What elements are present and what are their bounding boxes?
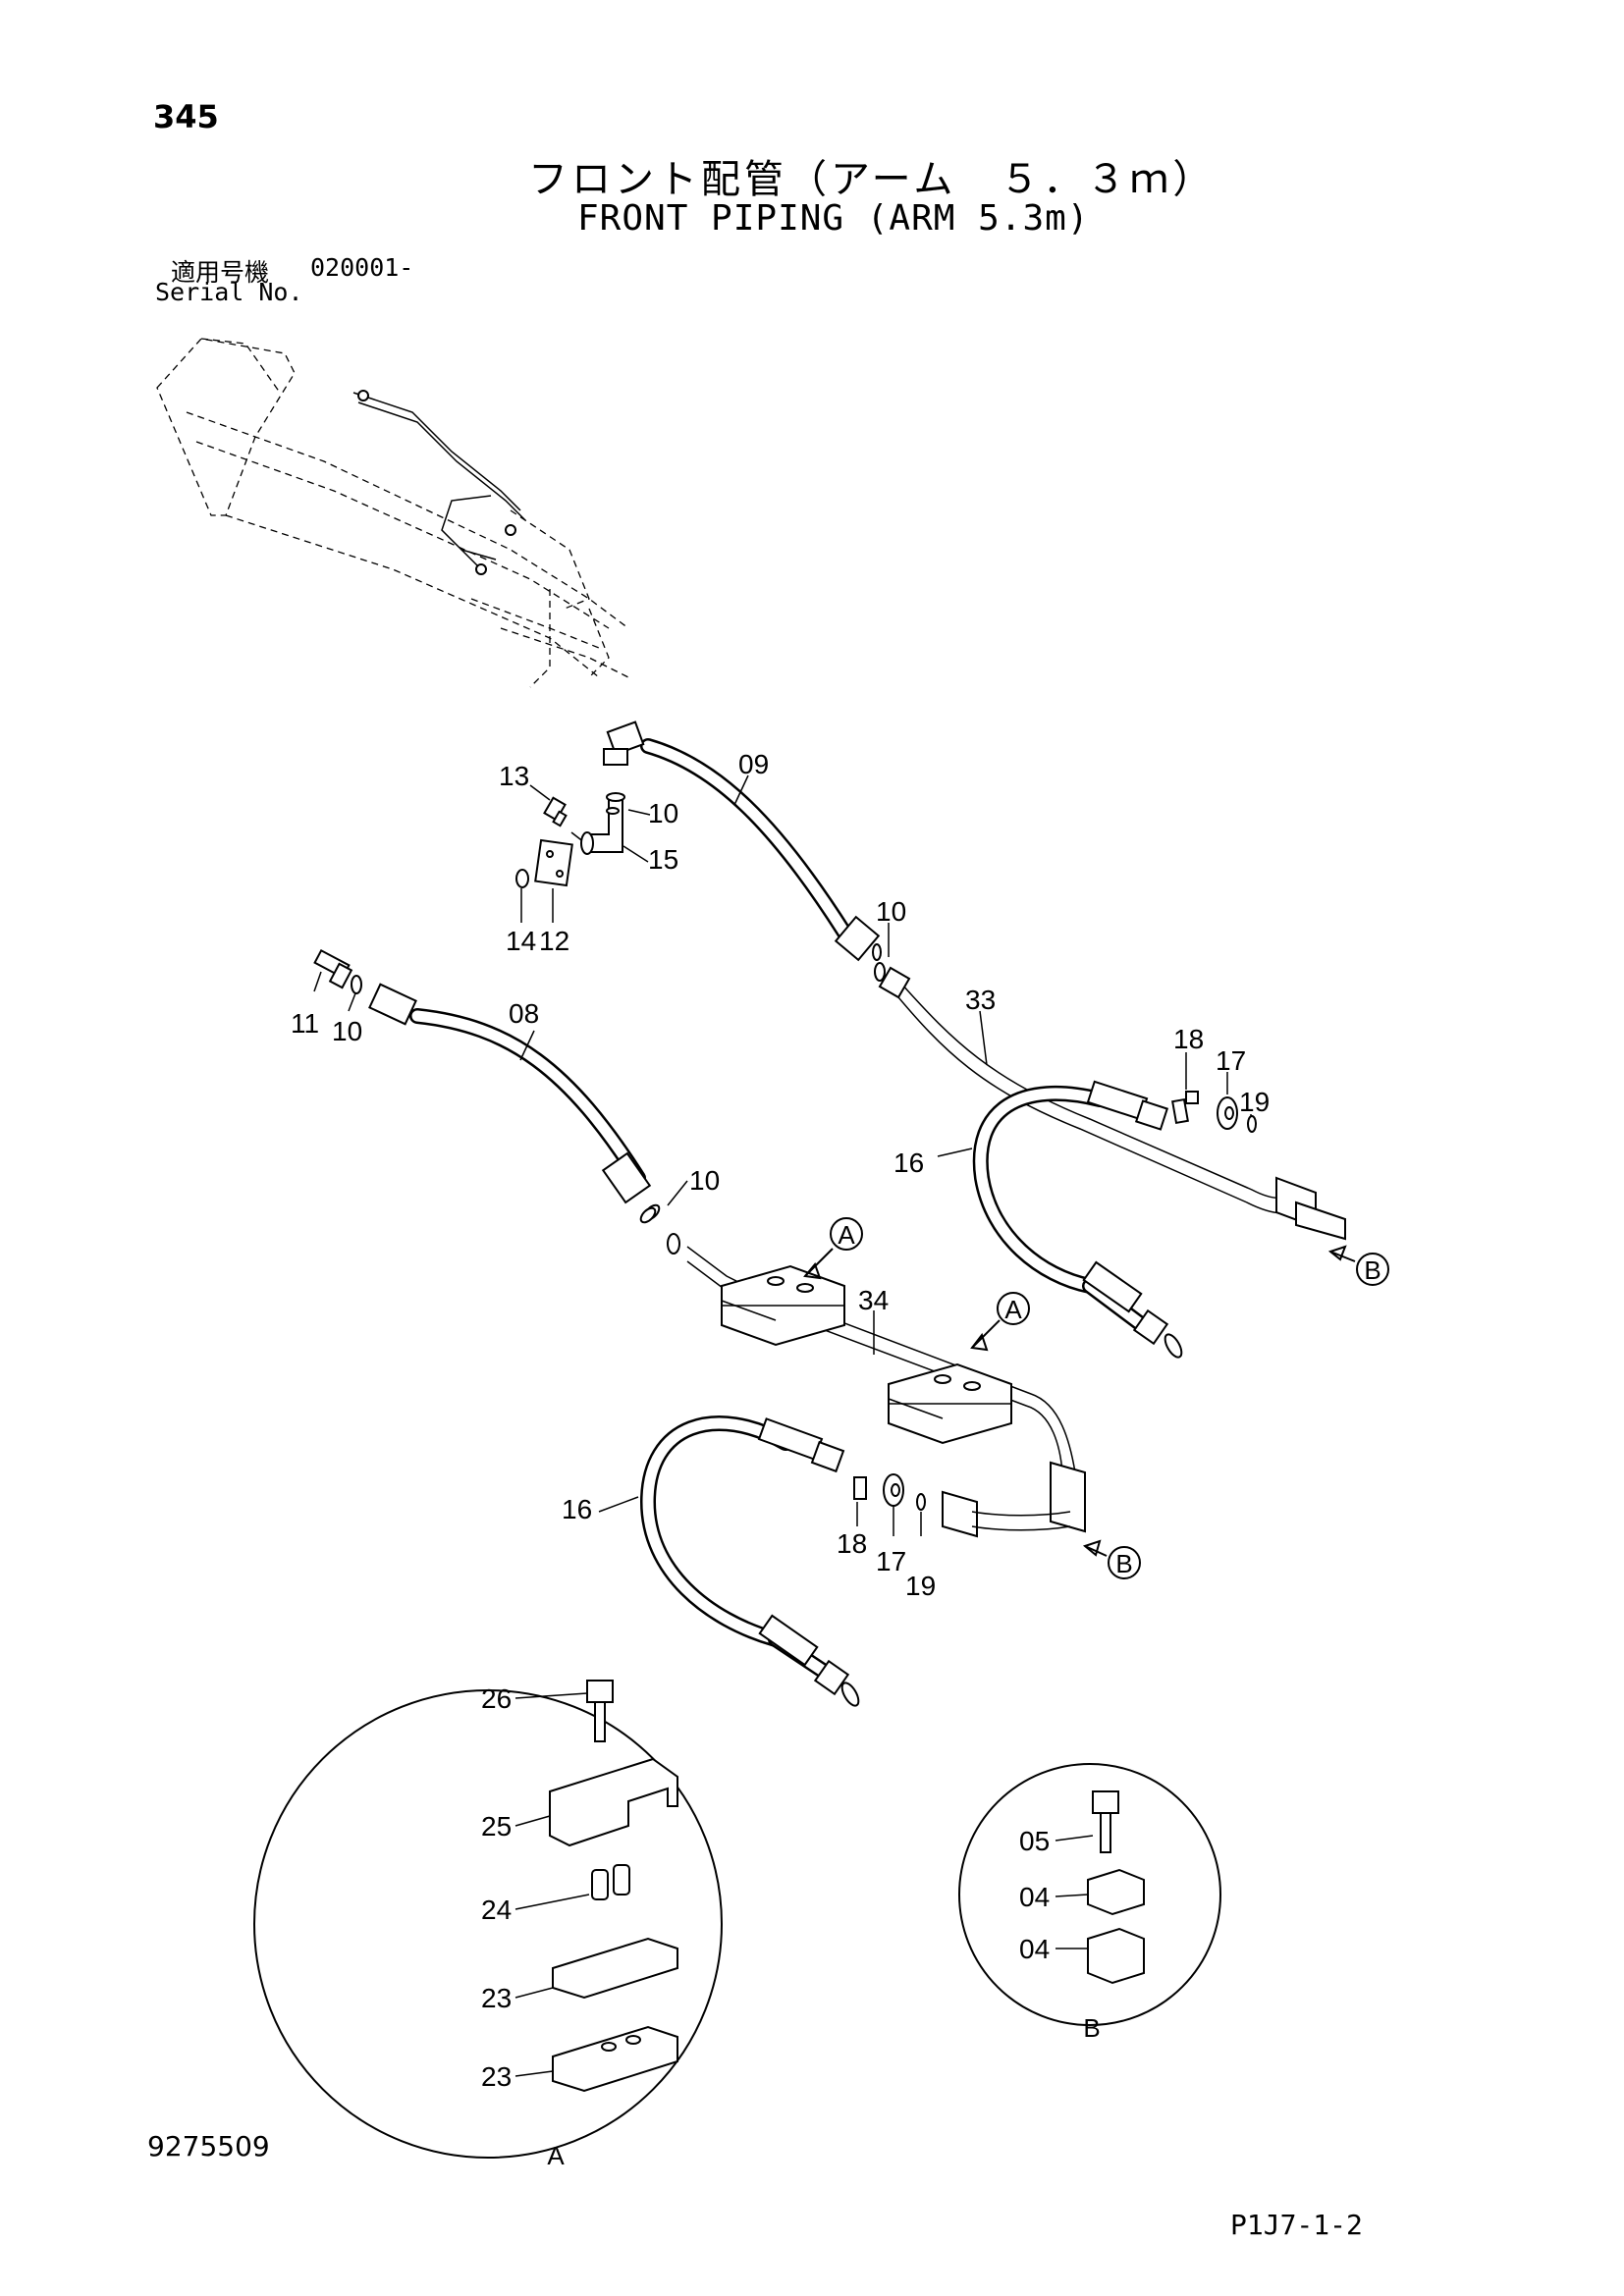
callout-18-lower: 18 [837,1528,867,1559]
bolt-13 [543,796,590,847]
flange-12 [515,838,573,888]
callout-10-hose: 10 [876,896,906,927]
pipe-34-with-clamps [667,1233,1086,1533]
detail-marker-a2: A [1004,1295,1022,1324]
callout-17-upper: 17 [1216,1045,1246,1076]
callout-12: 12 [539,926,569,956]
callout-14: 14 [506,926,536,956]
callout-19-lower: 19 [905,1571,936,1601]
callout-labels: 09 13 10 15 14 12 10 11 10 08 33 18 17 1… [291,749,1270,2092]
page-title-english: FRONT PIPING (ARM 5.3m) [577,198,1090,239]
flange-17-lower [853,1473,1071,1538]
callout-09: 09 [738,749,769,779]
hose-16-upper [972,1080,1183,1359]
document-number: 9275509 [147,2130,270,2163]
serial-label-english: Serial No. [155,278,303,306]
detail-a-label: A [547,2141,565,2170]
overview-arm-sketch [156,338,629,688]
callout-04-upper: 04 [1019,1882,1050,1912]
hose-09 [603,721,881,962]
detail-markers: A A B B A B [547,1217,1389,2170]
callout-10-lower: 10 [689,1165,720,1196]
serial-number-value: 020001- [310,253,414,282]
detail-a-circle [253,1680,723,2159]
detail-b-circle [958,1763,1221,2026]
page-title-japanese: フロント配管（アーム ５．３ｍ） [528,157,1217,202]
callout-25: 25 [481,1811,512,1842]
callout-19-upper: 19 [1239,1087,1270,1117]
callout-24: 24 [481,1895,512,1925]
callout-17-lower: 17 [876,1546,906,1576]
detail-b-label: B [1083,2013,1100,2043]
callout-23-lower: 23 [481,2061,512,2092]
callout-08: 08 [509,998,539,1029]
callout-16-lower: 16 [562,1494,592,1524]
callout-04-lower: 04 [1019,1934,1050,1964]
callout-18-upper: 18 [1173,1024,1204,1054]
callout-33: 33 [965,985,996,1015]
elbow-15 [580,792,625,855]
callout-13: 13 [499,761,529,791]
leader-lines [313,774,1356,2077]
flange-17-upper [1171,1091,1257,1133]
callout-10-adapter: 10 [332,1016,362,1046]
hose-16-lower [639,1415,860,1707]
page-number: 345 [153,98,219,135]
callout-16-upper: 16 [893,1148,924,1178]
detail-marker-b2: B [1115,1549,1132,1578]
callout-23-upper: 23 [481,1983,512,2013]
adapter-11 [313,948,362,994]
callout-34: 34 [858,1285,889,1315]
page-code: P1J7-1-2 [1230,2209,1363,2241]
callout-26: 26 [481,1683,512,1714]
callout-11: 11 [291,1008,319,1039]
hose-08 [368,983,661,1224]
serial-label-japanese: 適用号機 [171,258,270,287]
callout-15: 15 [648,844,678,875]
detail-marker-b1: B [1364,1255,1380,1285]
callout-10-elbow: 10 [648,798,678,828]
detail-marker-a1: A [838,1220,855,1250]
callout-05: 05 [1019,1826,1050,1856]
